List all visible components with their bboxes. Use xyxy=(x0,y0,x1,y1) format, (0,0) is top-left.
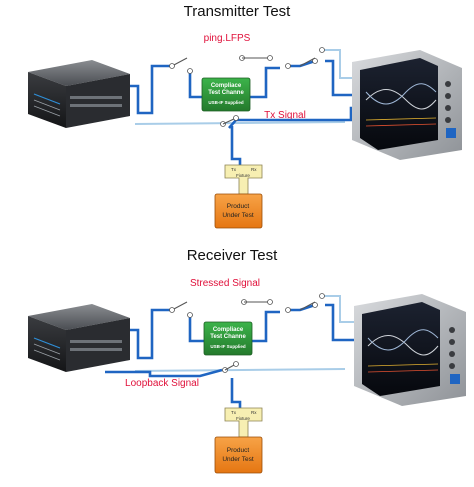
fixture-tx-label: Tx xyxy=(231,410,237,415)
transmitter-section: Transmitter Test ping.LFPS Tx Signal xyxy=(28,3,462,229)
test-fixture-tx: Tx Rx Fixture xyxy=(224,164,263,195)
receiver-wires xyxy=(105,295,362,410)
test-fixture-rx: Tx Rx Fixture xyxy=(224,407,263,438)
compliance-channel-tx: Compliace Test Channe USB-IF Supplied xyxy=(201,77,251,112)
transmitter-switch-nodes xyxy=(169,47,325,127)
receiver-section: Receiver Test Stressed Signal Loopback S… xyxy=(28,247,466,474)
transmitter-title: Transmitter Test xyxy=(184,3,292,20)
product-line1: Product xyxy=(227,203,250,210)
channel-line2: Test Channe xyxy=(208,90,244,96)
product-line2: Under Test xyxy=(222,456,254,463)
fixture-rx-label: Rx xyxy=(251,410,257,415)
fixture-tx-label: Tx xyxy=(231,167,237,172)
fixture-name: Fixture xyxy=(236,173,250,178)
channel-line1: Compliace xyxy=(211,83,242,89)
channel-line3: USB-IF Supplied xyxy=(210,344,245,349)
fixture-rx-label: Rx xyxy=(251,167,257,172)
receiver-label-top: Stressed Signal xyxy=(190,278,260,289)
channel-line2: Test Channe xyxy=(210,334,246,340)
product-under-test-tx: Product Under Test xyxy=(214,193,263,229)
receiver-label-mid: Loopback Signal xyxy=(125,378,199,389)
fixture-name: Fixture xyxy=(236,416,250,421)
product-line1: Product xyxy=(227,447,250,454)
transmitter-label-mid: Tx Signal xyxy=(264,110,306,121)
receiver-title: Receiver Test xyxy=(187,247,278,264)
pattern-generator-tx xyxy=(28,60,130,128)
oscilloscope-rx xyxy=(354,294,466,406)
transmitter-wires xyxy=(118,49,360,167)
oscilloscope-tx xyxy=(352,50,462,160)
receiver-switch-nodes xyxy=(169,293,325,373)
channel-line3: USB-IF Supplied xyxy=(208,100,243,105)
product-line2: Under Test xyxy=(222,212,254,219)
product-under-test-rx: Product Under Test xyxy=(214,436,263,474)
transmitter-label-top: ping.LFPS xyxy=(204,33,251,44)
pattern-generator-rx xyxy=(28,304,130,372)
channel-line1: Compliace xyxy=(213,327,244,333)
compliance-channel-rx: Compliace Test Channe USB-IF Supplied xyxy=(203,321,253,356)
